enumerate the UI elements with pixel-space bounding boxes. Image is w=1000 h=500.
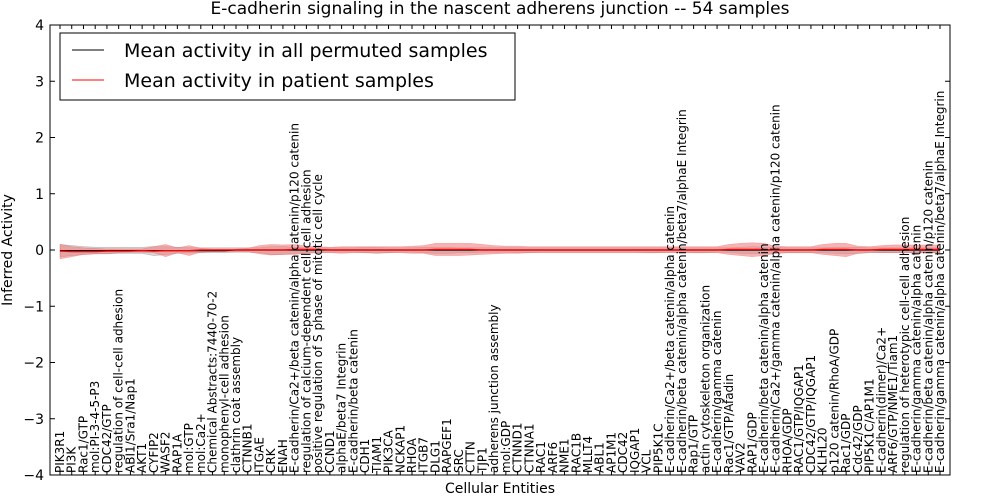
x-tick-label: CDC42/GTP [100, 404, 114, 473]
x-tick-label: ARF6 [546, 442, 560, 473]
x-tick-label: VAV2 [734, 442, 748, 473]
y-tick-label: 3 [35, 74, 44, 90]
x-tick-label: E-cadherin/beta catenin/alpha catenin/p1… [921, 160, 935, 473]
y-tick-label: 4 [35, 18, 44, 34]
x-tick-label: CDC42/GTP/IQGAP1 [804, 355, 818, 473]
legend-box [59, 32, 516, 101]
series-band-1 [59, 242, 941, 260]
x-tick-label: RAC1B [569, 433, 583, 473]
x-tick-label: RAP1/GDP [745, 412, 759, 473]
x-tick-label: Rap1/GTP [687, 415, 701, 473]
x-tick-label: ENAH [276, 439, 290, 473]
x-tick-label: E-cadherin/gamma catenin/alpha catenin [910, 225, 924, 473]
y-tick-label: 0 [35, 243, 44, 259]
x-tick-label: RAC1 [534, 441, 548, 473]
x-tick-label: E-cadherin(dimer)/Ca2+ [874, 327, 888, 473]
x-tick-label: Rac1/GDP [839, 414, 853, 473]
x-tick-label: RAC1/GTP/IQGAP1 [792, 364, 806, 473]
y-tick-label: −3 [23, 412, 44, 428]
x-tick-label: monophenyl-cell adhesion [217, 315, 231, 473]
x-tick-label: CCND1 [323, 430, 337, 473]
x-tick-label: mol:GTP [182, 423, 196, 473]
x-tick-label: VCL [640, 449, 654, 473]
x-tick-label: CDH1 [358, 439, 372, 473]
x-tick-label: NCKAP1 [393, 425, 407, 473]
x-tick-label: regulation of calcium-dependent cell-cel… [299, 169, 313, 473]
x-tick-label: CDC42 [616, 432, 630, 473]
x-tick-label: alphaE/beta7 Integrin [335, 343, 349, 473]
x-tick-label: SRC [452, 449, 466, 473]
x-tick-label: CTTN [464, 441, 478, 473]
x-tick-label: DLG1 [429, 440, 443, 473]
x-tick-label: TJP1 [475, 447, 489, 474]
x-tick-label: E-cadherin/gamma catenin [710, 311, 724, 474]
x-tick-label: PIP5K1C/AP1M1 [863, 378, 877, 473]
legend-label-permuted: Mean activity in all permuted samples [124, 40, 487, 62]
x-tick-label: WASF2 [159, 431, 173, 473]
x-tick-label: RHOA [405, 437, 419, 473]
x-tick-label: mol:PI-3-4-5-P3 [88, 381, 102, 473]
x-tick-label: MLLT4 [581, 436, 595, 473]
x-tick-label: p120 catenin/RhoA/GDP [827, 329, 841, 473]
x-tick-label: RAPGEF1 [440, 418, 454, 473]
x-tick-label: Rac1/GTP [77, 416, 91, 473]
x-tick-label: ARF6/GTP/NME1/Tiam1 [886, 335, 900, 473]
x-tick-label: E-cadherin/Ca2+/gamma catenin/alpha cate… [769, 104, 783, 473]
series-line-1 [59, 248, 940, 253]
y-tick-label: −4 [23, 468, 44, 484]
x-tick-label: CTNNA1 [522, 423, 536, 473]
y-axis-label: Inferred Activity [0, 194, 16, 306]
x-tick-label: regulation of heterotypic cell-cell adhe… [898, 217, 912, 473]
y-tick-label: −1 [23, 299, 44, 315]
legend-label-patient: Mean activity in patient samples [124, 70, 434, 92]
x-tick-label: CTNND1 [511, 422, 525, 473]
chart-title: E-cadherin signaling in the nascent adhe… [211, 0, 790, 19]
x-tick-label: E-cadherin/beta catenin/alpha catenin/be… [675, 109, 689, 473]
x-tick-label: KLHL20 [816, 427, 830, 473]
x-tick-label: PIK3R1 [53, 431, 67, 473]
x-tick-label: regulation of cell-cell adhesion [112, 289, 126, 473]
x-tick-label: mol:GDP [499, 421, 513, 473]
x-tick-label: PIP5K1C [651, 423, 665, 473]
x-tick-label: E-cadherin/beta catenin [346, 329, 360, 473]
x-axis-label: Cellular Entities [445, 481, 555, 497]
x-axis: PIK3R1PI3KRac1/GTPmol:PI-3-4-5-P3CDC42/G… [53, 25, 947, 475]
x-tick-label: Cdc42/GDP [851, 405, 865, 473]
x-tick-label: PI3K [65, 446, 79, 473]
series-lines [59, 248, 940, 253]
x-tick-label: TIAM1 [370, 436, 384, 474]
x-tick-label: Chemical Abstracts:7440-70-2 [206, 291, 220, 473]
x-tick-label: AP1M1 [605, 432, 619, 473]
x-tick-label: E-cadherin/Ca2+/beta catenin/alpha caten… [288, 123, 302, 473]
x-tick-label: mol:Ca2+ [194, 413, 208, 473]
x-tick-label: adherens junction assembly [487, 304, 501, 473]
x-tick-label: NME1 [558, 438, 572, 473]
x-tick-label: positive regulation of S phase of mitoti… [311, 174, 325, 473]
x-tick-label: RAP1A [170, 433, 184, 473]
x-tick-label: IQGAP1 [628, 428, 642, 473]
x-tick-label: ITGAE [253, 437, 267, 473]
x-tick-label: CTNNB1 [241, 423, 255, 473]
x-tick-label: CRK [264, 447, 278, 473]
x-tick-label: E-cadherin/gamma catenin/alpha catenin/b… [933, 91, 947, 473]
x-tick-label: ABL1 [593, 442, 607, 473]
x-tick-label: AKT1 [135, 443, 149, 473]
x-tick-label: E-cadherin/beta catenin/alpha catenin [757, 243, 771, 473]
x-tick-label: Rac1/GTP/Afadin [722, 374, 736, 473]
y-tick-label: 1 [35, 187, 44, 203]
x-tick-label: ITGB7 [417, 437, 431, 473]
x-tick-label: E-cadherin/Ca2+/beta catenin/alpha caten… [663, 206, 677, 473]
x-tick-label: RHOA/GDP [781, 408, 795, 473]
y-axis: −4 −3 −2 −1 0 1 2 3 4 [23, 18, 950, 484]
y-tick-label: −2 [23, 356, 44, 372]
y-tick-label: 2 [35, 131, 44, 147]
x-tick-label: ABI1/Sra1/Nap1 [123, 378, 137, 473]
x-tick-label: actin cytoskeleton organization [698, 285, 712, 473]
x-tick-label: CYFIP2 [147, 432, 161, 473]
x-tick-label: clathrin coat assembly [229, 337, 243, 473]
x-tick-label: PIK3CA [382, 429, 396, 473]
legend: Mean activity in all permuted samples Me… [59, 32, 516, 101]
